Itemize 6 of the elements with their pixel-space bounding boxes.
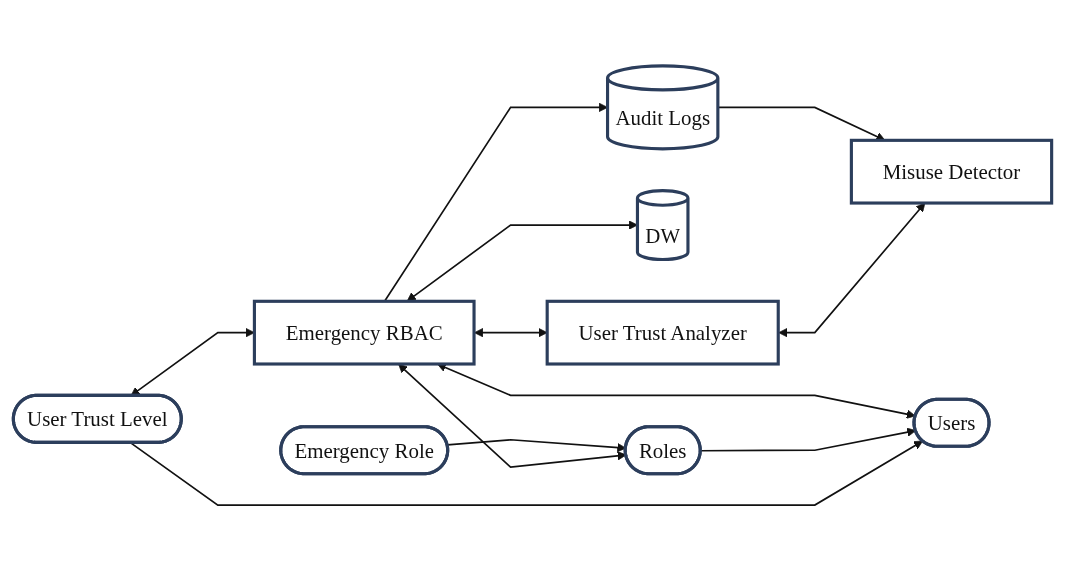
node-box: Emergency RBAC <box>252 299 476 366</box>
node-box: User Trust Analyzer <box>545 299 780 366</box>
node-box: Misuse Detector <box>849 138 1054 205</box>
arrow <box>129 440 923 506</box>
arrow <box>717 106 886 141</box>
arrow <box>406 220 638 302</box>
